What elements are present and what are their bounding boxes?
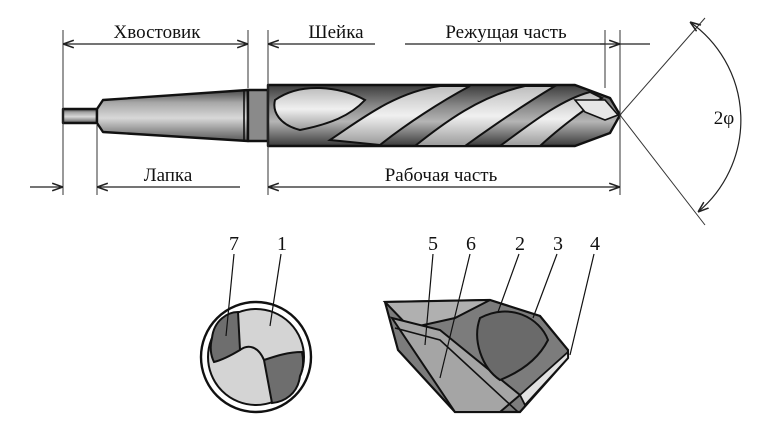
point-angle-dimension	[619, 17, 742, 226]
callout-5: 5	[428, 233, 438, 255]
label-tang: Лапка	[144, 165, 193, 186]
label-point-angle: 2φ	[714, 108, 735, 129]
end-flute-left	[209, 310, 242, 364]
callout-leaders	[225, 253, 595, 379]
label-neck: Шейка	[308, 22, 364, 43]
detail-flute	[476, 310, 550, 382]
callout-1: 1	[277, 233, 287, 255]
callout-2: 2	[515, 233, 525, 255]
callout-6: 6	[466, 233, 476, 255]
label-cutting-part: Режущая часть	[445, 22, 567, 43]
callout-3: 3	[553, 233, 563, 255]
drill-side-view	[61, 83, 622, 148]
label-working-part: Рабочая часть	[385, 165, 498, 186]
callout-7: 7	[229, 233, 239, 255]
drill-end-view	[199, 300, 313, 414]
end-flute-right	[262, 350, 305, 405]
neck-shape	[246, 88, 270, 143]
label-shank: Хвостовик	[114, 22, 202, 43]
helical-lands	[273, 85, 620, 147]
callout-4: 4	[590, 233, 600, 255]
tang-shape	[61, 107, 99, 125]
shank-shape	[95, 88, 250, 143]
cutting-part-detail	[382, 298, 570, 414]
top-dimensions	[63, 30, 650, 88]
